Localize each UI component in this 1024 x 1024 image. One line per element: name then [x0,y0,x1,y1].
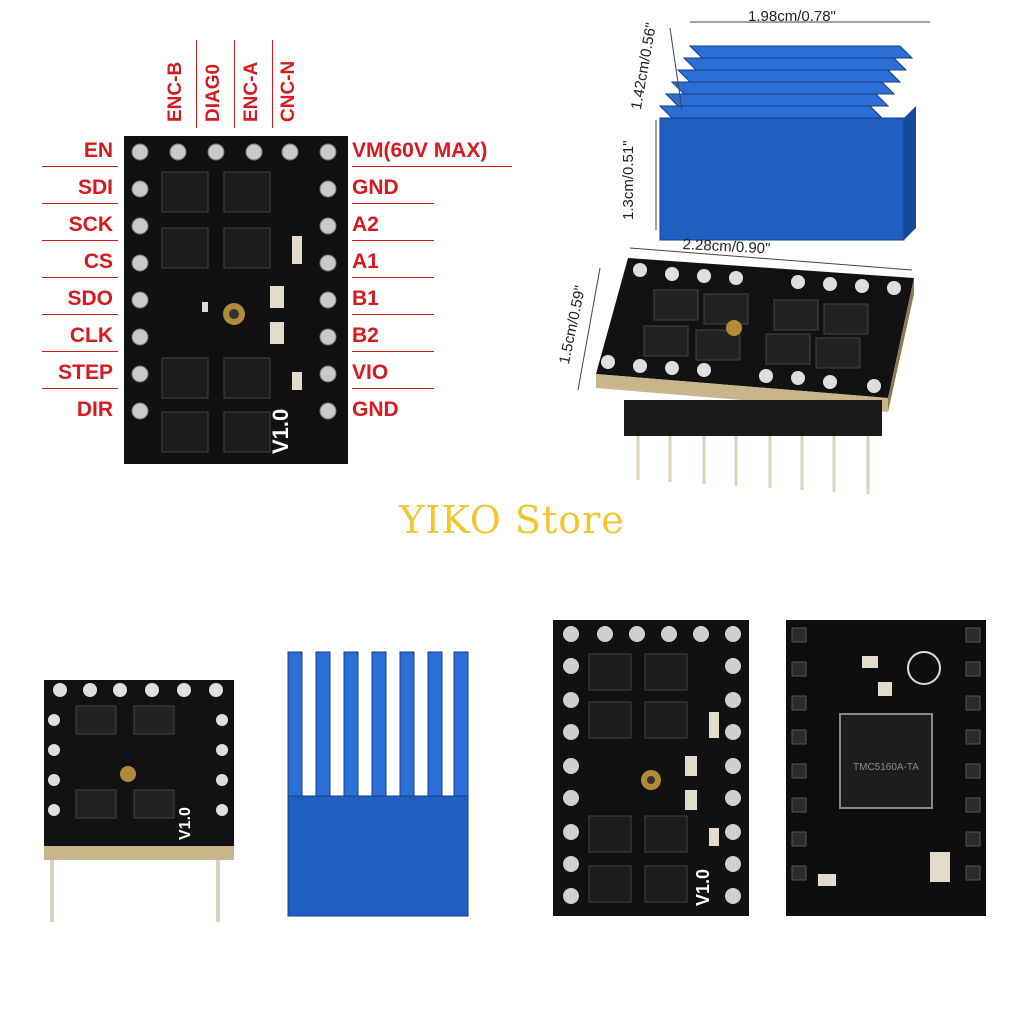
pin-label-vio: VIO [352,361,389,384]
heatsink-height-label: 1.3cm/0.51" [620,140,637,220]
pin-label-cs: CS [83,250,113,273]
pin-label-b1: B1 [352,287,379,310]
pin-label-sdo: SDO [67,287,113,310]
heatsink-width-label: 1.98cm/0.78" [748,8,836,25]
board-version-text: V1.0 [268,409,293,454]
pin-label-a1: A1 [352,250,379,273]
pin-label-a2: A2 [352,213,379,236]
heatsink-side-photo [287,651,469,917]
pin-label-sdi: SDI [77,176,113,199]
board-bottom-photo: TMC5160A-TA [786,620,986,916]
heatsink-image [658,45,916,241]
store-watermark: YIKO Store [399,498,625,542]
pin-label-vm: VM(60V MAX) [352,139,488,162]
pin-label-clk: CLK [69,324,113,347]
pcb-board-top-view: V1.0 [124,136,348,464]
pin-label-cnc-n: CNC-N [278,60,299,122]
pin-label-diag0: DIAG0 [203,63,224,122]
pin-label-gnd-2: GND [352,398,399,421]
pin-label-en: EN [83,139,113,162]
pin-label-gnd-1: GND [352,176,399,199]
board-3d-image [596,258,914,494]
pin-label-step: STEP [58,361,113,384]
brand-logo-icon [907,651,941,685]
heatsink-dimension-lines [655,21,930,230]
top-board-version-text: V1.0 [693,869,713,906]
pin-label-enc-a: ENC-A [241,61,262,122]
pin-label-enc-b: ENC-B [165,61,186,122]
pin-label-sck: SCK [68,213,113,236]
board-dimension-lines [577,247,913,391]
pin-label-dir: DIR [76,398,113,421]
board-side-photo: V1.0 [44,680,234,922]
pin-label-b2: B2 [352,324,379,347]
side-board-version-text: V1.0 [177,807,194,840]
board-top-photo: V1.0 [553,620,749,916]
main-chip-marking: TMC5160A-TA [853,762,919,773]
